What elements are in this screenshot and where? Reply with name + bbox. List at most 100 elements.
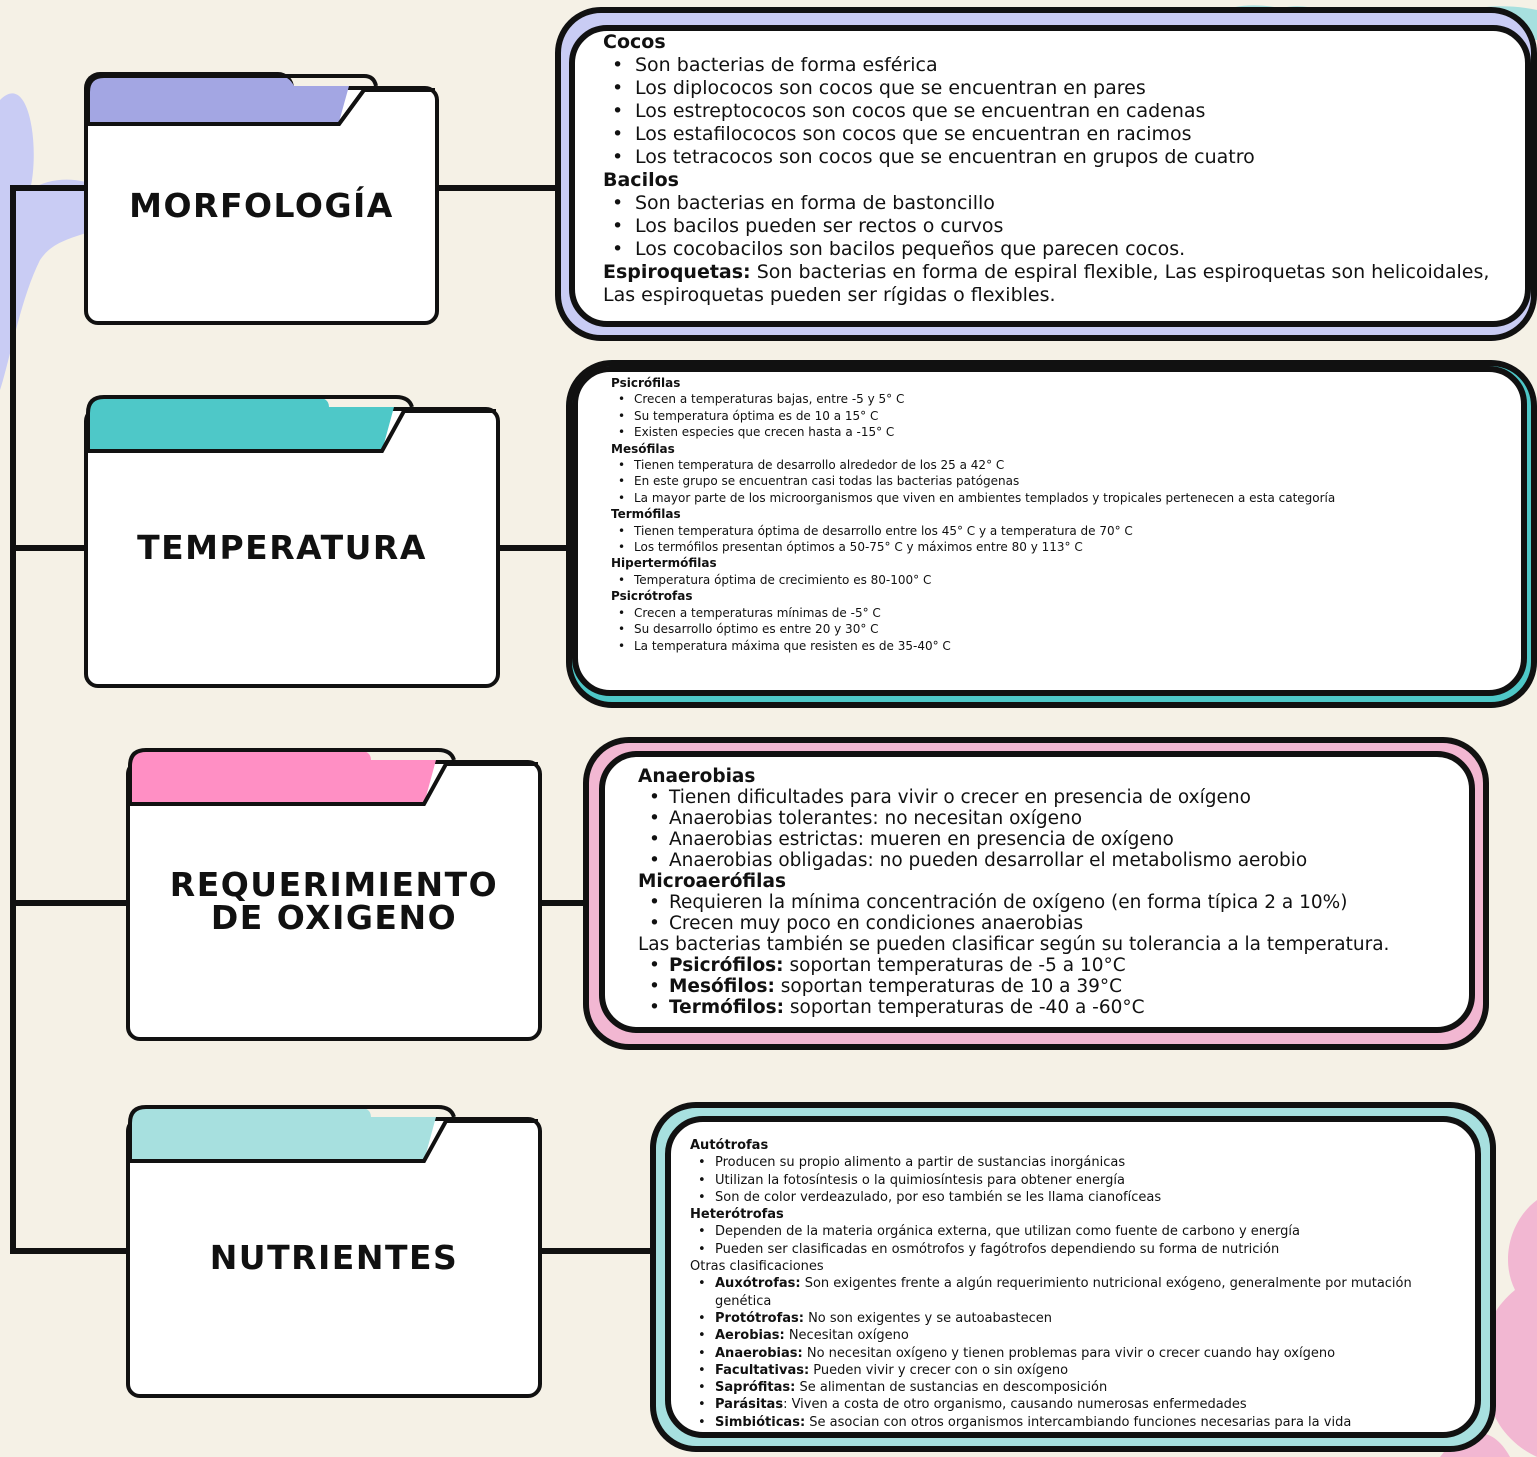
list-item: Termófilos: soportan temperaturas de -40… <box>638 997 1468 1018</box>
folder-nutrientes: NUTRIENTES <box>126 1103 542 1398</box>
term-label: Saprófitas: <box>715 1380 796 1396</box>
heading-cocos: Cocos <box>603 31 666 53</box>
list-item: Auxótrofas: Son exigentes frente a algún… <box>690 1275 1460 1310</box>
folder-oxigeno: REQUERIMIENTO DE OXIGENO <box>126 746 542 1041</box>
folder-morfologia: MORFOLOGÍA <box>84 72 439 325</box>
connector-morfologia-left <box>10 185 88 191</box>
morfologia-content: Cocos Son bacterias de forma esférica Lo… <box>603 31 1503 307</box>
card-morfologia: Cocos Son bacterias de forma esférica Lo… <box>555 7 1537 341</box>
card-outer-border <box>555 7 1537 341</box>
list-item: Facultativas: Pueden vivir y crecer con … <box>690 1362 1460 1380</box>
espiroquetas-label: Espiroquetas: <box>603 261 751 283</box>
list-item: Crecen a temperaturas mínimas de -5° C <box>611 605 1491 622</box>
list-item: Los diplococos son cocos que se encuentr… <box>603 77 1503 100</box>
list-item: Producen su propio alimento a partir de … <box>690 1154 1460 1172</box>
list-item: Utilizan la fotosíntesis o la quimiosínt… <box>690 1172 1460 1190</box>
connector-temperatura-left <box>10 545 88 551</box>
list-item: Psicrófilos: soportan temperaturas de -5… <box>638 955 1468 976</box>
list-item: Son de color verdeazulado, por eso tambi… <box>690 1189 1460 1207</box>
list-item: Existen especies que crecen hasta a -15°… <box>611 424 1491 441</box>
term-label: Termófilos: <box>669 997 784 1018</box>
list-autotrofas: Producen su propio alimento a partir de … <box>690 1154 1460 1206</box>
connector-oxigeno-left <box>10 900 130 906</box>
list-psicrofilas: Crecen a temperaturas bajas, entre -5 y … <box>611 391 1491 441</box>
term-label: Psicrófilos: <box>669 955 784 976</box>
list-heterotrofas: Dependen de la materia orgánica externa,… <box>690 1223 1460 1258</box>
list-cocos: Son bacterias de forma esférica Los dipl… <box>603 54 1503 169</box>
list-item: Su desarrollo óptimo es entre 20 y 30° C <box>611 621 1491 638</box>
card-temperatura: Psicrófilas Crecen a temperaturas bajas,… <box>566 360 1537 708</box>
heading-autotrofas: Autótrofas <box>690 1138 769 1153</box>
folder-title: MORFOLOGÍA <box>129 186 394 225</box>
term-text: Pueden vivir y crecer con o sin oxígeno <box>809 1362 1069 1378</box>
heading-psicrotrofas: Psicrótrofas <box>611 589 693 604</box>
list-item: Tienen dificultades para vivir o crecer … <box>638 787 1468 808</box>
nutrientes-content: Autótrofas Producen su propio alimento a… <box>690 1137 1460 1431</box>
term-text: soportan temperaturas de -40 a -60°C <box>784 997 1145 1018</box>
heading-heterotrofas: Heterótrofas <box>690 1207 784 1223</box>
list-item: Crecen a temperaturas bajas, entre -5 y … <box>611 391 1491 408</box>
connector-morfologia-right <box>436 185 566 191</box>
folder-title: TEMPERATURA <box>137 528 427 567</box>
list-item: Mesófilos: soportan temperaturas de 10 a… <box>638 976 1468 997</box>
term-label: Simbióticas: <box>715 1414 806 1430</box>
folder-tab-notch <box>128 1105 538 1163</box>
list-temperature-tolerance: Psicrófilos: soportan temperaturas de -5… <box>638 955 1468 1018</box>
term-text: Se alimentan de sustancias en descomposi… <box>795 1380 1108 1396</box>
otras-clasificaciones: Otras clasificaciones <box>690 1259 824 1275</box>
list-item: Dependen de la materia orgánica externa,… <box>690 1223 1460 1241</box>
list-item: Crecen muy poco en condiciones anaerobia… <box>638 913 1468 934</box>
term-text: : Viven a costa de otro organismo, causa… <box>783 1397 1247 1413</box>
list-item: Los termófilos presentan óptimos a 50-75… <box>611 539 1491 556</box>
term-label: Auxótrofas: <box>715 1276 801 1292</box>
list-item: Simbióticas: Se asocian con otros organi… <box>690 1414 1460 1432</box>
temperature-note: Las bacterias también se pueden clasific… <box>638 934 1390 955</box>
list-item: Parásitas: Viven a costa de otro organis… <box>690 1396 1460 1414</box>
oxigeno-content: Anaerobias Tienen dificultades para vivi… <box>638 766 1468 1018</box>
heading-psicrofilas: Psicrófilas <box>611 376 681 390</box>
term-text: Necesitan oxígeno <box>784 1328 909 1344</box>
folder-title: NUTRIENTES <box>209 1238 459 1277</box>
list-item: Aerobias: Necesitan oxígeno <box>690 1327 1460 1345</box>
folder-tab-notch <box>86 74 435 126</box>
folder-temperatura: TEMPERATURA <box>84 393 500 688</box>
heading-bacilos: Bacilos <box>603 169 679 191</box>
term-text: Se asocian con otros organismos intercam… <box>805 1414 1352 1430</box>
heading-hipertermofilas: Hipertermófilas <box>611 556 717 571</box>
term-text: soportan temperaturas de -5 a 10°C <box>783 955 1126 976</box>
connector-oxigeno-right <box>538 900 594 906</box>
list-item: Anaerobias estrictas: mueren en presenci… <box>638 829 1468 850</box>
list-termofilas: Tienen temperatura óptima de desarrollo … <box>611 523 1491 556</box>
list-anaerobias: Tienen dificultades para vivir o crecer … <box>638 787 1468 871</box>
espiroquetas-text: Son bacterias en forma de espiral flexib… <box>603 261 1490 306</box>
folder-body: TEMPERATURA <box>84 407 500 688</box>
list-item: Son bacterias de forma esférica <box>603 54 1503 77</box>
term-label: Protótrofas: <box>715 1310 804 1326</box>
term-label: Mesófilos: <box>669 976 775 997</box>
heading-microaerofilas: Microaerófilas <box>638 871 786 892</box>
term-text: No son exigentes y se autoabastecen <box>803 1310 1052 1326</box>
folder-tab-notch <box>86 395 496 453</box>
term-text: soportan temperaturas de 10 a 39°C <box>774 976 1123 997</box>
card-nutrientes: Autótrofas Producen su propio alimento a… <box>650 1102 1496 1452</box>
term-label: Parásitas <box>715 1397 784 1413</box>
list-item: Anaerobias tolerantes: no necesitan oxíg… <box>638 808 1468 829</box>
folder-title: REQUERIMIENTO DE OXIGENO <box>169 864 499 937</box>
connector-temperatura-right <box>497 545 575 551</box>
temperatura-content: Psicrófilas Crecen a temperaturas bajas,… <box>611 375 1491 654</box>
card-oxigeno: Anaerobias Tienen dificultades para vivi… <box>583 737 1489 1050</box>
list-item: Requieren la mínima concentración de oxí… <box>638 892 1468 913</box>
list-item: Son bacterias en forma de bastoncillo <box>603 192 1503 215</box>
list-item: Protótrofas: No son exigentes y se autoa… <box>690 1310 1460 1328</box>
list-item: La temperatura máxima que resisten es de… <box>611 638 1491 655</box>
list-item: Anaerobias obligadas: no pueden desarrol… <box>638 850 1468 871</box>
card-outer-border <box>583 737 1489 1050</box>
heading-anaerobias: Anaerobias <box>638 766 756 787</box>
connector-nutrientes-left <box>10 1248 130 1254</box>
heading-mesofilas: Mesófilas <box>611 441 675 456</box>
term-label: Aerobias: <box>715 1328 785 1344</box>
list-item: La mayor parte de los microorganismos qu… <box>611 490 1491 507</box>
card-outer-border <box>650 1102 1496 1452</box>
card-outer-border <box>566 360 1537 708</box>
list-item: Tienen temperatura óptima de desarrollo … <box>611 523 1491 540</box>
